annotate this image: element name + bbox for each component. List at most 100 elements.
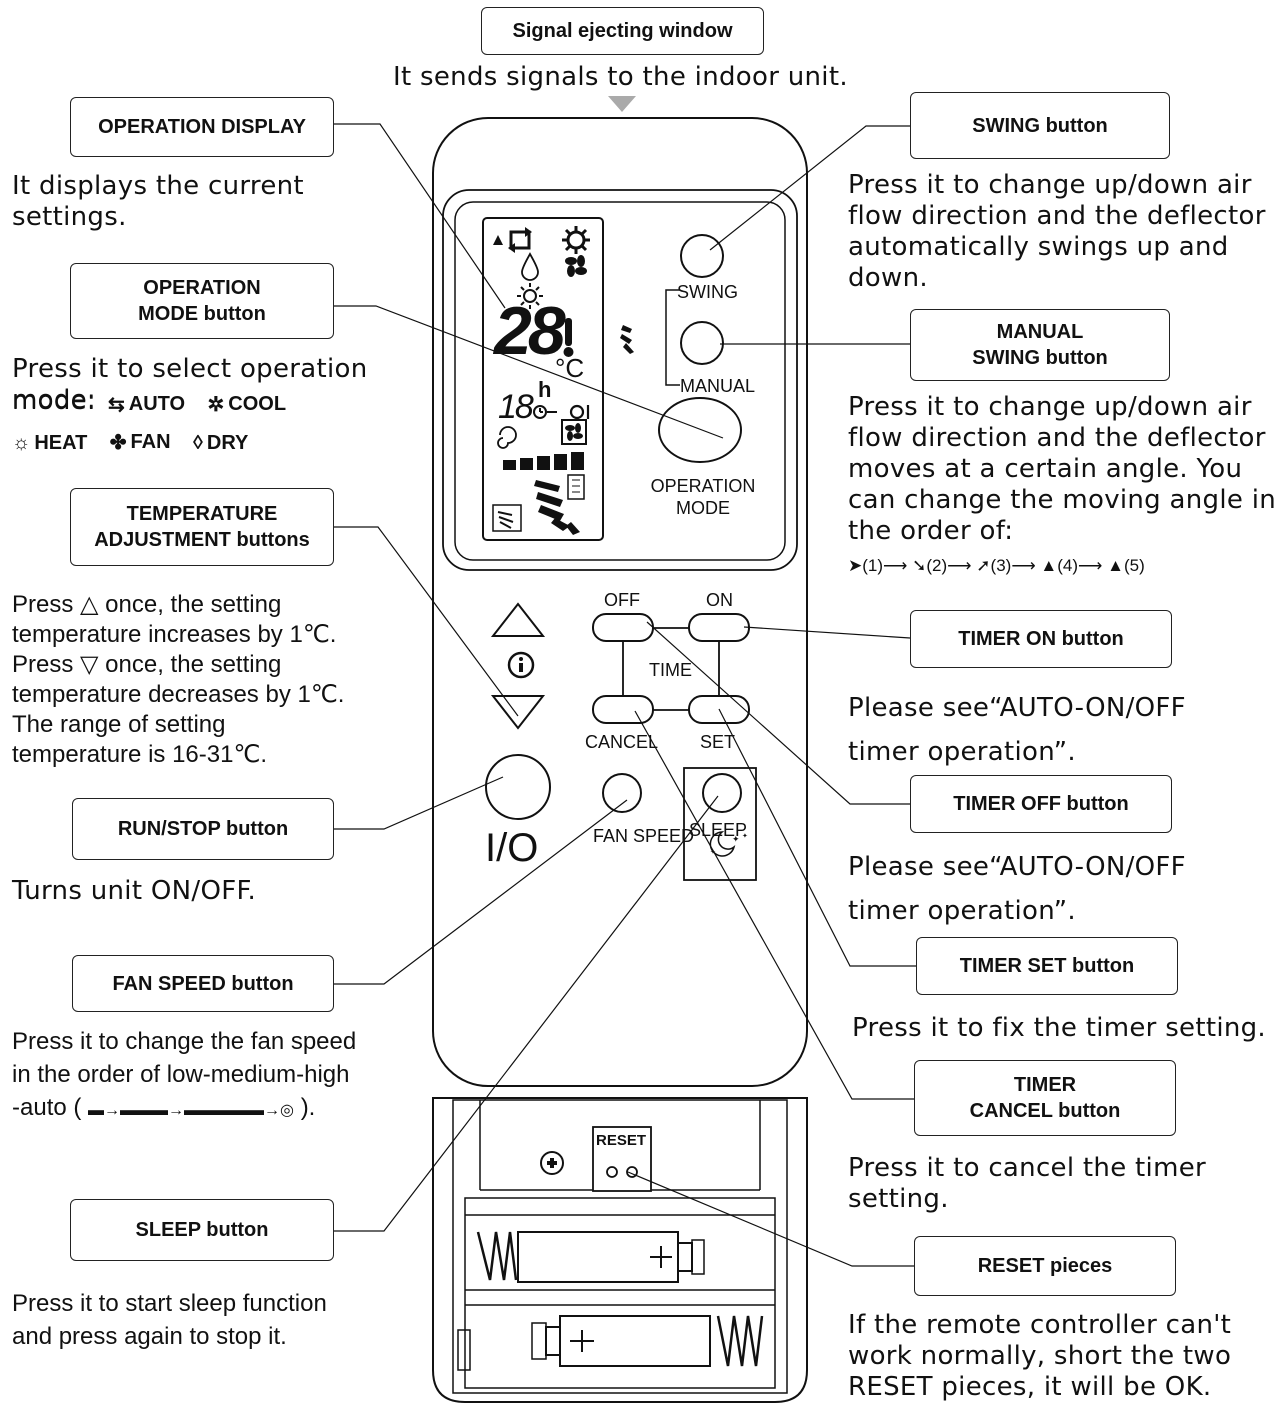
temp-line2: temperature increases by 1℃. [12,621,337,648]
timer-off-title: TIMER OFF button [953,793,1129,815]
run-stop-button [485,754,551,820]
operation-mode-desc: Press it to select operation mode: [12,354,368,415]
sleep-button [702,773,742,813]
temp-down-button [490,695,546,730]
info-icon [507,651,535,679]
mode-heat: ☼HEAT [12,432,88,454]
fan-speed-box: FAN SPEED button [72,955,334,1012]
lcd-fan-icon [565,255,587,277]
lcd-clock-icon [533,405,557,419]
temp-line5: The range of setting [12,711,226,738]
mode-cool: ✲COOL [207,393,287,416]
lcd-heat-icon [517,283,543,309]
operation-mode-title-2: MODE button [138,303,266,325]
auto-icon: ⇆ [108,394,125,416]
temp-line4: temperature decreases by 1℃. [12,681,345,708]
timer-set-title: TIMER SET button [959,955,1135,977]
temp-line1b: once, the setting [105,591,282,618]
timer-cancel-box: TIMER CANCEL button [914,1060,1176,1136]
fan-line2: in the order of low-medium-high [12,1061,350,1088]
timer-off-box: TIMER OFF button [910,775,1172,833]
reset-title: RESET pieces [977,1255,1113,1277]
swing-button [680,234,724,278]
temperature-desc: Press △ once, the setting temperature in… [12,590,344,770]
timer-off-line1: Please see“AUTO-ON/OFF [848,852,1186,882]
battery-bottom [531,1315,711,1367]
temperature-title-2: ADJUSTMENT buttons [94,529,310,551]
signal-desc: It sends signals to the indoor unit. [393,62,848,92]
manual-swing-indicator [620,325,634,354]
temp-line6: temperature is 16-31℃. [12,741,268,768]
sleep-line2: and press again to stop it. [12,1323,287,1350]
timer-on-line1: Please see“AUTO-ON/OFF [848,693,1186,723]
operation-mode-button [658,397,742,463]
timer-on-title: TIMER ON button [958,628,1124,650]
manual-swing-button [680,321,724,365]
angle-4-icon: ▲ [1040,556,1058,575]
operation-mode-box: OPERATION MODE button [70,263,334,339]
sleep-title: SLEEP button [135,1219,269,1241]
mode-fan: ✤FAN [109,431,171,454]
fan-speed-sequence-icon: ▬→▬▬▬→▬▬▬▬▬→◎ [88,1102,295,1119]
timer-off-desc: Please see“AUTO-ON/OFF timer operation”. [848,845,1186,933]
lcd-thermometer-icon [563,318,574,357]
timer-cancel-title-1: TIMER [1013,1074,1077,1096]
temperature-box: TEMPERATURE ADJUSTMENT buttons [70,488,334,566]
manual-swing-box: MANUAL SWING button [910,309,1170,381]
down-triangle-icon: ▽ [80,651,99,678]
screw-icon [540,1151,564,1175]
swing-box: SWING button [910,92,1170,159]
signal-window-arrow [608,96,636,112]
angle-2-icon: ➘ [912,556,927,575]
spring-bottom [716,1315,764,1367]
temp-line3a: Press [12,651,74,678]
lcd-fanspeed-bars [503,452,584,470]
temperature-title-1: TEMPERATURE [126,503,278,525]
lcd-onoff-icon [569,404,590,420]
sleep-desc: Press it to start sleep function and pre… [12,1287,327,1353]
mode-prefix: mode: [12,386,96,416]
timer-cancel-title-2: CANCEL button [969,1100,1121,1122]
sleep-label: SLEEP [689,820,748,840]
run-stop-box: RUN/STOP button [72,798,334,860]
manual-swing-desc: Press it to change up/down air flow dire… [848,392,1277,546]
operation-mode-label-2: MODE [676,498,730,518]
timer-off-line2: timer operation”. [848,896,1076,926]
manual-swing-title-1: MANUAL [996,321,1084,343]
svg-text:✦: ✦ [742,832,748,840]
lcd-autofan-icon [497,426,517,449]
reset-box [592,1126,652,1192]
reset-piece-left [606,1166,618,1178]
cancel-label: CANCEL [585,732,659,752]
reset-desc: If the remote controller can't work norm… [848,1310,1232,1402]
mode-auto: ⇆AUTO [108,393,186,416]
leader-lines [334,123,916,1267]
reset-label: RESET [596,1132,647,1149]
operation-display-box: OPERATION DISPLAY [70,97,334,157]
timer-set-box: TIMER SET button [916,937,1178,995]
timer-cancel-desc: Press it to cancel the timer setting. [848,1153,1206,1214]
operation-display-title: OPERATION DISPLAY [98,116,306,138]
moon-icon: ✦ ✦ ✦ [709,831,748,857]
signal-title: Signal ejecting window [512,20,733,42]
operation-mode-label-1: OPERATION [650,476,756,496]
temp-up-button [490,602,546,637]
temp-line1a: Press [12,591,74,618]
lcd-auto-icon [508,227,532,253]
swing-desc: Press it to change up/down air flow dire… [848,170,1266,293]
lcd-timer-digits: 18 [498,388,534,426]
lcd-hour-unit: h [538,377,552,402]
operation-display-desc: It displays the current settings. [12,171,304,232]
spring-top [476,1231,518,1281]
up-triangle-icon: △ [80,591,99,618]
operation-mode-title-1: OPERATION [143,277,261,299]
dry-icon: ◊ [192,432,203,454]
timer-on-button [688,613,750,642]
fan-speed-title: FAN SPEED button [112,972,294,995]
lcd-temp-digits: 28 [494,293,566,369]
fan-speed-button [602,773,642,813]
cool-icon: ✲ [207,394,225,416]
lcd-dry-icon [521,252,539,281]
timer-on-label: ON [706,590,733,610]
signal-title-box: Signal ejecting window [481,7,764,55]
